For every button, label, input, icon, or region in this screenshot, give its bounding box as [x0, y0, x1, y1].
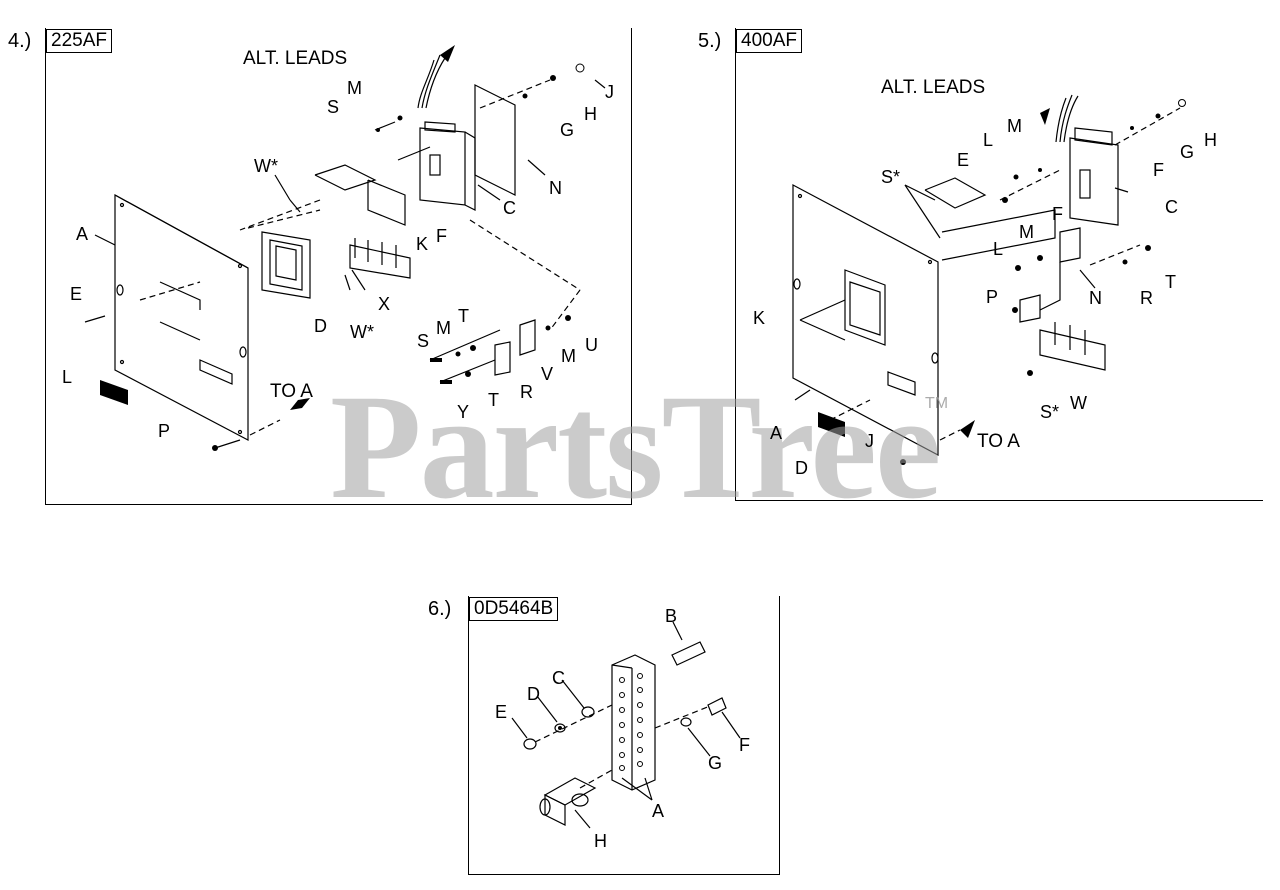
watermark-trademark: TM	[925, 395, 949, 412]
panel6-label-h: H	[594, 831, 607, 851]
panel4-label-t2: T	[488, 390, 499, 410]
panel5-label-w: W	[1070, 393, 1087, 413]
panel6-label-f: F	[739, 735, 750, 755]
panel4-label-t1: T	[458, 306, 469, 326]
panel4-label-m3: M	[561, 346, 576, 366]
panel4-label-l: L	[62, 367, 73, 387]
panel5-label-d: D	[795, 458, 808, 478]
panel6-label-e: E	[495, 702, 508, 722]
panel5-label-l2: L	[993, 239, 1004, 259]
panel4-label-w2: W*	[350, 322, 374, 342]
panel4-label-n: N	[549, 178, 562, 198]
panel4-number: 4.)	[8, 30, 32, 52]
panel5-label-s2: S*	[1040, 402, 1060, 422]
panel6-model-tag: 0D5464B	[469, 597, 559, 621]
panel5-label-l1: L	[983, 130, 994, 150]
panel5-label-c: C	[1165, 197, 1178, 217]
panel5-alt-leads: ALT. LEADS	[881, 77, 986, 98]
panel4-label-u: U	[585, 335, 598, 355]
panel4-label-y: Y	[457, 402, 470, 422]
panel4-label-k: K	[416, 234, 429, 254]
panel6-number: 6.)	[428, 598, 452, 620]
panel4-alt-leads: ALT. LEADS	[243, 48, 348, 69]
panel5-label-p: P	[986, 287, 999, 307]
panel6-label-c: C	[552, 668, 565, 688]
diagram-panel-225af	[45, 28, 632, 505]
diagram-panel-0d5464b	[468, 596, 780, 875]
panel4-label-h: H	[584, 104, 597, 124]
panel5-label-e: E	[957, 150, 970, 170]
panel4-label-w1: W*	[254, 156, 278, 176]
panel4-label-a: A	[76, 224, 89, 244]
panel5-label-r: R	[1140, 288, 1153, 308]
panel5-label-m1: M	[1007, 116, 1022, 136]
panel4-label-p: P	[158, 421, 171, 441]
panel5-label-j: J	[865, 431, 874, 451]
panel5-model-tag: 400AF	[736, 29, 802, 53]
panel4-label-d: D	[314, 316, 327, 336]
panel5-label-f2: F	[1052, 204, 1063, 224]
panel4-label-g: G	[560, 120, 575, 140]
panel4-label-m2: M	[436, 318, 451, 338]
label-plate-l	[100, 380, 128, 405]
panel-plate-a-400af	[792, 184, 939, 456]
panel5-label-n: N	[1089, 288, 1102, 308]
panel5-label-k: K	[753, 308, 766, 328]
panel4-label-c: C	[503, 198, 516, 218]
panel5-label-f1: F	[1153, 160, 1164, 180]
panel4-label-v: V	[541, 364, 554, 384]
panel4-label-s2: S	[417, 331, 430, 351]
panel4-label-s1: S	[327, 97, 340, 117]
panel6-label-a: A	[652, 801, 665, 821]
panel5-label-t: T	[1165, 272, 1176, 292]
panel4-label-x: X	[378, 294, 391, 314]
panel5-label-g: G	[1180, 142, 1195, 162]
panel4-to-a: TO A	[270, 381, 313, 402]
diagram-panel-400af	[735, 28, 1263, 501]
panel4-label-m1: M	[347, 78, 362, 98]
panel4-label-e: E	[70, 284, 83, 304]
panel5-to-a: TO A	[977, 431, 1020, 452]
panel4-label-r: R	[520, 382, 533, 402]
panel5-label-a: A	[770, 423, 783, 443]
panel6-label-b: B	[665, 606, 678, 626]
panel5-label-m2: M	[1019, 222, 1034, 242]
panel5-label-s1: S*	[881, 167, 901, 187]
panel4-label-f: F	[436, 226, 447, 246]
panel6-label-d: D	[527, 684, 540, 704]
panel6-label-g: G	[708, 753, 723, 773]
panel4-label-j: J	[605, 82, 614, 102]
panel4-model-tag: 225AF	[46, 29, 112, 53]
panel5-label-h: H	[1204, 130, 1217, 150]
panel5-number: 5.)	[698, 30, 722, 52]
